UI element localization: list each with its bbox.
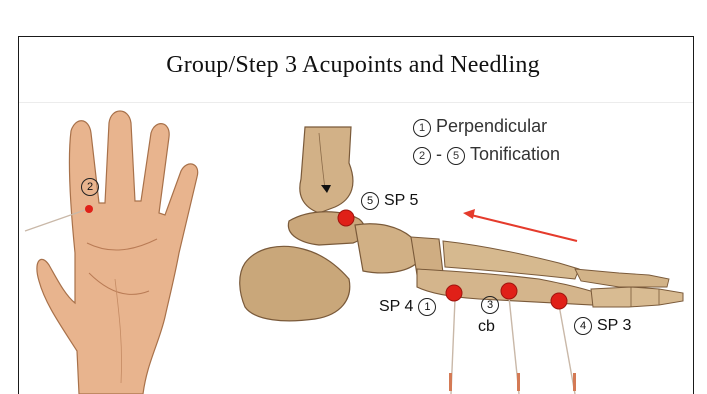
legend-line-perpendicular: 1 Perpendicular <box>413 116 547 137</box>
legend-mark-2: 2 <box>413 147 431 165</box>
hand-point-label: 2 <box>81 178 104 196</box>
legend-mark-5: 5 <box>447 147 465 165</box>
sp5-point-marker <box>338 210 354 226</box>
sp5-mark: 5 <box>361 192 379 210</box>
sp3-label: 4 SP 3 <box>574 317 631 335</box>
sp3-text: SP 3 <box>597 317 631 334</box>
needles <box>451 297 575 394</box>
legend-text-perpendicular: Perpendicular <box>436 116 547 136</box>
sp5-label: 5 SP 5 <box>361 192 418 210</box>
direction-arrow <box>463 209 577 241</box>
sp4-text: SP 4 <box>379 298 413 315</box>
cb-mark: 3 <box>481 296 499 314</box>
sp5-text: SP 5 <box>384 192 418 209</box>
sp3-point-marker <box>551 293 567 309</box>
acupoint-illustration <box>19 103 693 394</box>
sp4-point-marker <box>446 285 462 301</box>
hand-point-marker <box>85 205 93 213</box>
sp3-mark: 4 <box>574 317 592 335</box>
cb-mark-label: 3 <box>481 296 504 314</box>
sp4-mark: 1 <box>418 298 436 316</box>
cb-label: cb <box>478 318 495 336</box>
hand-point-mark: 2 <box>81 178 99 196</box>
legend-text-tonification: Tonification <box>470 144 560 164</box>
slide-title: Group/Step 3 Acupoints and Needling <box>122 52 584 79</box>
palm-image <box>25 111 198 394</box>
needle-tips <box>449 373 576 391</box>
sp4-label: SP 4 1 <box>379 298 441 316</box>
legend-mark-1: 1 <box>413 119 431 137</box>
